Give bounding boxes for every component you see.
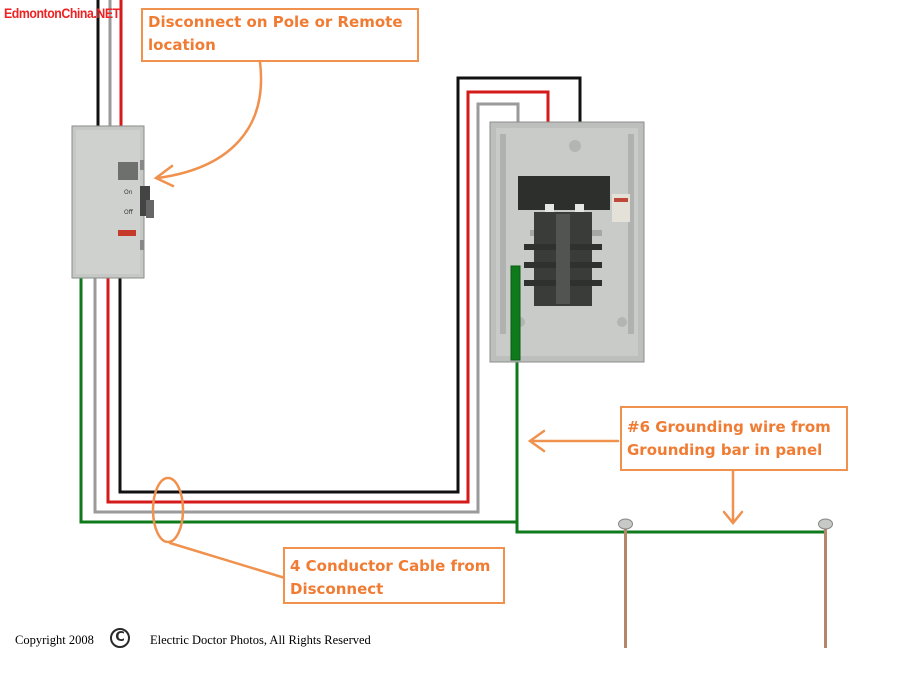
callout-cable-line-1: 4 Conductor Cable from: [290, 557, 491, 575]
wires: [79, 0, 826, 534]
green-ground-wire: [79, 276, 517, 524]
disconnect-arrowhead: [153, 164, 175, 188]
black-hot-wire-feed: [118, 76, 582, 494]
disconnect-switch: On Off: [71, 125, 154, 279]
disconnect-leader: [156, 60, 263, 180]
green-grounding-electrode-wire: [515, 360, 826, 534]
grounding-arrowhead-left: [527, 429, 546, 453]
callout-cable: 4 Conductor Cable from Disconnect: [283, 547, 505, 604]
callout-grounding-wire: #6 Grounding wire from Grounding bar in …: [620, 406, 848, 471]
callout-disconnect: Disconnect on Pole or Remote location: [141, 8, 419, 62]
switch-off-label: Off: [124, 209, 134, 216]
breaker-panel: [489, 121, 645, 363]
callout-disconnect-line-2: location: [148, 36, 216, 54]
copyright-icon: C: [110, 628, 130, 648]
callout-disconnect-line-1: Disconnect on Pole or Remote: [148, 13, 403, 31]
callout-grounding-line-2: Grounding bar in panel: [627, 441, 823, 459]
grounding-arrowhead-down: [722, 510, 744, 525]
switch-on-label: On: [124, 189, 133, 196]
callout-cable-line-2: Disconnect: [290, 580, 384, 598]
site-watermark: EdmontonChina.NET: [4, 5, 120, 21]
cable-bundle-marker: [151, 476, 185, 544]
red-hot-wire-feed: [106, 90, 550, 504]
ground-rods: [618, 518, 833, 648]
cable-leader: [168, 541, 287, 580]
callout-leaders: [151, 60, 744, 580]
callout-grounding-line-1: #6 Grounding wire from: [627, 418, 831, 436]
copyright-text: Copyright 2008: [15, 633, 94, 647]
photo-credit: Electric Doctor Photos, All Rights Reser…: [150, 633, 371, 647]
gray-neutral-wire-feed: [93, 102, 520, 514]
